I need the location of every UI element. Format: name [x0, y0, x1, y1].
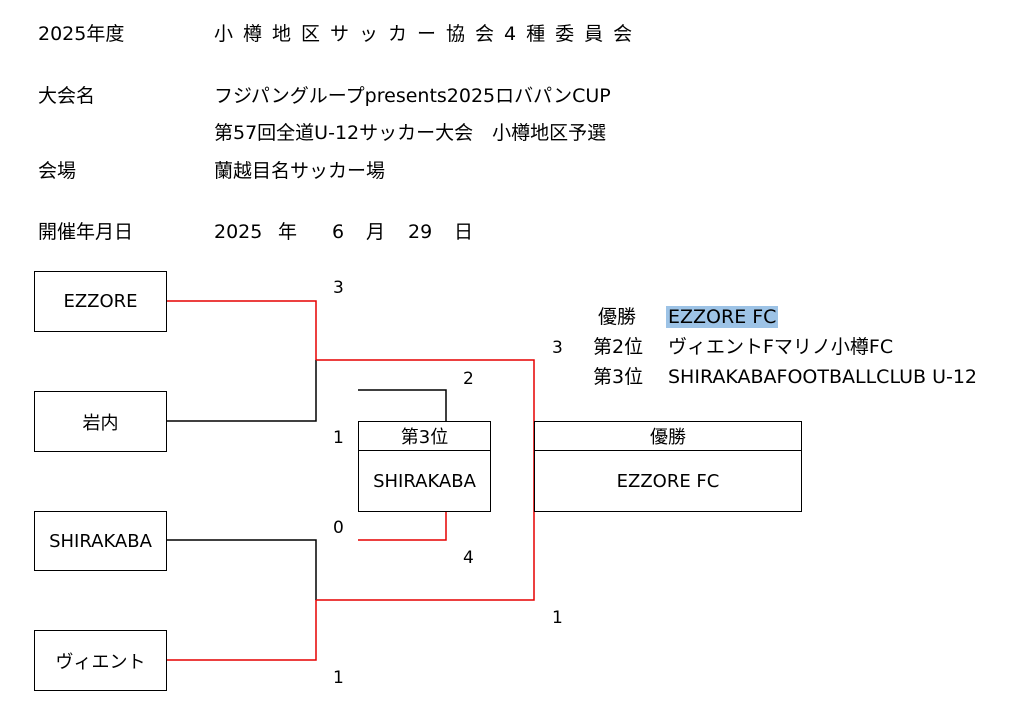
bracket-line-shirakaba [166, 539, 317, 600]
bracket-line-iwanai [166, 360, 317, 422]
champion-team: EZZORE FC [616, 470, 720, 492]
score-third-top: 2 [463, 369, 474, 389]
date-label: 開催年月日 [38, 221, 134, 243]
team-box-viento: ヴィエント [34, 630, 167, 691]
team-box-shirakaba: SHIRAKABA [34, 511, 167, 571]
team-box-ezzore: EZZORE [34, 271, 167, 332]
final-line-top [316, 359, 535, 450]
third-line-top [358, 389, 447, 421]
date-month: 6 [332, 221, 345, 243]
date-day: 29 [408, 221, 433, 243]
result-team-1: EZZORE FC [666, 305, 779, 329]
event-name-line1: フジパングループpresents2025ロバパンCUP [214, 85, 611, 107]
team-box-iwanai: 岩内 [34, 391, 167, 452]
bracket-line-viento [166, 600, 317, 661]
score-iwanai: 1 [333, 428, 344, 448]
score-final-top: 3 [552, 338, 563, 358]
result-label-2: 第2位 [593, 336, 644, 358]
date-month-unit: 月 [366, 221, 386, 243]
third-place-header: 第3位 [359, 422, 490, 451]
date-day-unit: 日 [454, 221, 474, 243]
team-name: SHIRAKABA [49, 530, 152, 552]
result-label-3: 第3位 [593, 366, 644, 388]
result-label-1: 優勝 [598, 306, 637, 328]
organization-title: 小樽地区サッカー協会4種委員会 [214, 23, 643, 45]
champion-box: 優勝 EZZORE FC [534, 421, 802, 512]
team-name: ヴィエント [55, 651, 146, 673]
year-label: 2025年度 [38, 23, 125, 45]
score-viento: 1 [333, 668, 344, 688]
venue-label: 会場 [38, 160, 77, 182]
third-place-team: SHIRAKABA [373, 470, 476, 492]
venue-name: 蘭越目名サッカー場 [214, 160, 386, 182]
date-year: 2025 [214, 221, 263, 243]
bracket-line-ezzore [166, 300, 317, 360]
score-final-bottom: 1 [552, 608, 563, 628]
result-team-1-highlight: EZZORE FC [666, 306, 779, 328]
third-place-box: 第3位 SHIRAKABA [358, 421, 491, 512]
third-line-bottom [358, 512, 447, 541]
score-ezzore: 3 [333, 278, 344, 298]
event-label: 大会名 [38, 85, 96, 107]
team-name: EZZORE [63, 291, 138, 312]
score-third-bottom: 4 [463, 548, 474, 568]
event-name-line2: 第57回全道U-12サッカー大会 小樽地区予選 [214, 122, 607, 144]
score-shirakaba: 0 [333, 518, 344, 538]
result-team-2: ヴィエントFマリノ小樽FC [668, 336, 894, 358]
date-year-unit: 年 [278, 221, 298, 243]
result-team-3: SHIRAKABAFOOTBALLCLUB U-12 [668, 366, 978, 388]
champion-header: 優勝 [535, 422, 801, 451]
team-name: 岩内 [82, 412, 119, 434]
